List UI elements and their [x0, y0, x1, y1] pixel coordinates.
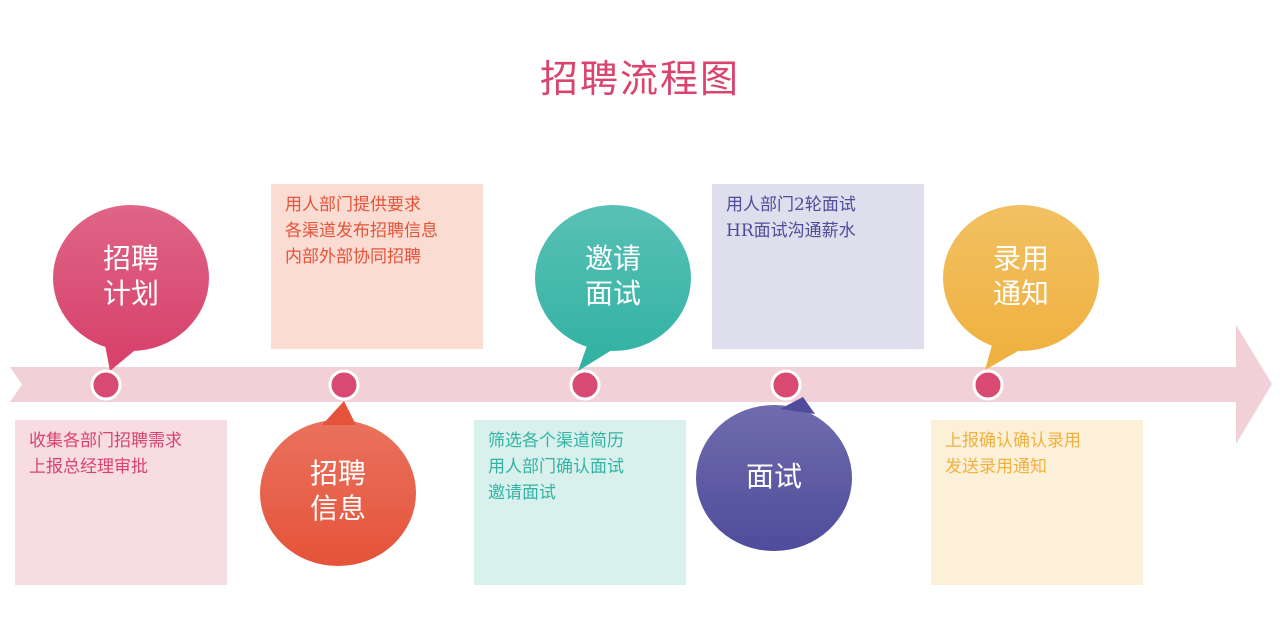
note-line: 用人部门2轮面试: [726, 195, 856, 215]
stage-label-recruitment-info: 招聘 信息: [278, 456, 398, 526]
timeline-node-4: [770, 369, 802, 401]
note-line: 上报总经理审批: [29, 457, 148, 477]
note-line: 上报确认确认录用: [945, 431, 1081, 451]
stage-label-line: 招聘: [102, 242, 159, 275]
stage-label-line: 面试: [584, 277, 641, 310]
stage-label-line: 邀请: [584, 242, 641, 275]
stage-label-line: 信息: [309, 492, 366, 525]
note-line: 用人部门提供要求: [285, 195, 421, 215]
stage-label-interview: 面试: [714, 459, 834, 494]
bubble-circle: [943, 205, 1099, 351]
diagram-title: 招聘流程图: [539, 57, 740, 101]
bubble-circle: [260, 420, 416, 566]
stage-label-line: 招聘: [309, 457, 366, 490]
stage-bubble-invite-interview: [535, 205, 691, 371]
note-line: 内部外部协同招聘: [285, 247, 421, 267]
timeline-node-3: [569, 369, 601, 401]
note-offer-notice: 上报确认确认录用 发送录用通知: [931, 420, 1143, 585]
note-recruitment-plan: 收集各部门招聘需求 上报总经理审批: [15, 420, 227, 585]
stage-bubble-interview: [696, 397, 852, 551]
stage-label-line: 计划: [102, 277, 159, 310]
stage-label-line: 通知: [992, 277, 1049, 310]
bubble-tail: [105, 345, 140, 371]
timeline-node-2: [328, 369, 360, 401]
bubble-circle: [696, 405, 852, 551]
bubble-circle: [53, 205, 209, 351]
timeline-arrow-shape: [10, 325, 1272, 444]
note-invite-interview: 筛选各个渠道简历 用人部门确认面试 邀请面试: [474, 420, 686, 585]
stage-bubble-recruitment-plan: [53, 205, 209, 371]
note-line: 邀请面试: [488, 483, 556, 503]
note-line: HR面试沟通薪水: [726, 221, 856, 241]
timeline-node-5: [972, 369, 1004, 401]
stage-label-recruitment-plan: 招聘 计划: [71, 241, 191, 311]
note-line: 发送录用通知: [945, 457, 1047, 477]
bubble-tail: [985, 345, 1025, 370]
note-line: 筛选各个渠道简历: [488, 431, 624, 451]
stage-bubble-recruitment-info: [260, 401, 416, 566]
stage-label-offer-notice: 录用 通知: [961, 241, 1081, 311]
bubble-tail: [322, 401, 356, 425]
note-line: 用人部门确认面试: [488, 457, 624, 477]
stage-label-line: 录用: [992, 242, 1049, 275]
bubble-circle: [535, 205, 691, 351]
stage-bubble-offer-notice: [943, 205, 1099, 370]
note-line: 各渠道发布招聘信息: [285, 221, 438, 241]
note-recruitment-info: 用人部门提供要求 各渠道发布招聘信息 内部外部协同招聘: [271, 184, 483, 349]
note-interview: 用人部门2轮面试 HR面试沟通薪水: [712, 184, 924, 349]
note-line: 收集各部门招聘需求: [29, 431, 182, 451]
stage-label-line: 面试: [745, 460, 802, 493]
stage-label-invite-interview: 邀请 面试: [553, 241, 673, 311]
timeline-node-1: [90, 369, 122, 401]
